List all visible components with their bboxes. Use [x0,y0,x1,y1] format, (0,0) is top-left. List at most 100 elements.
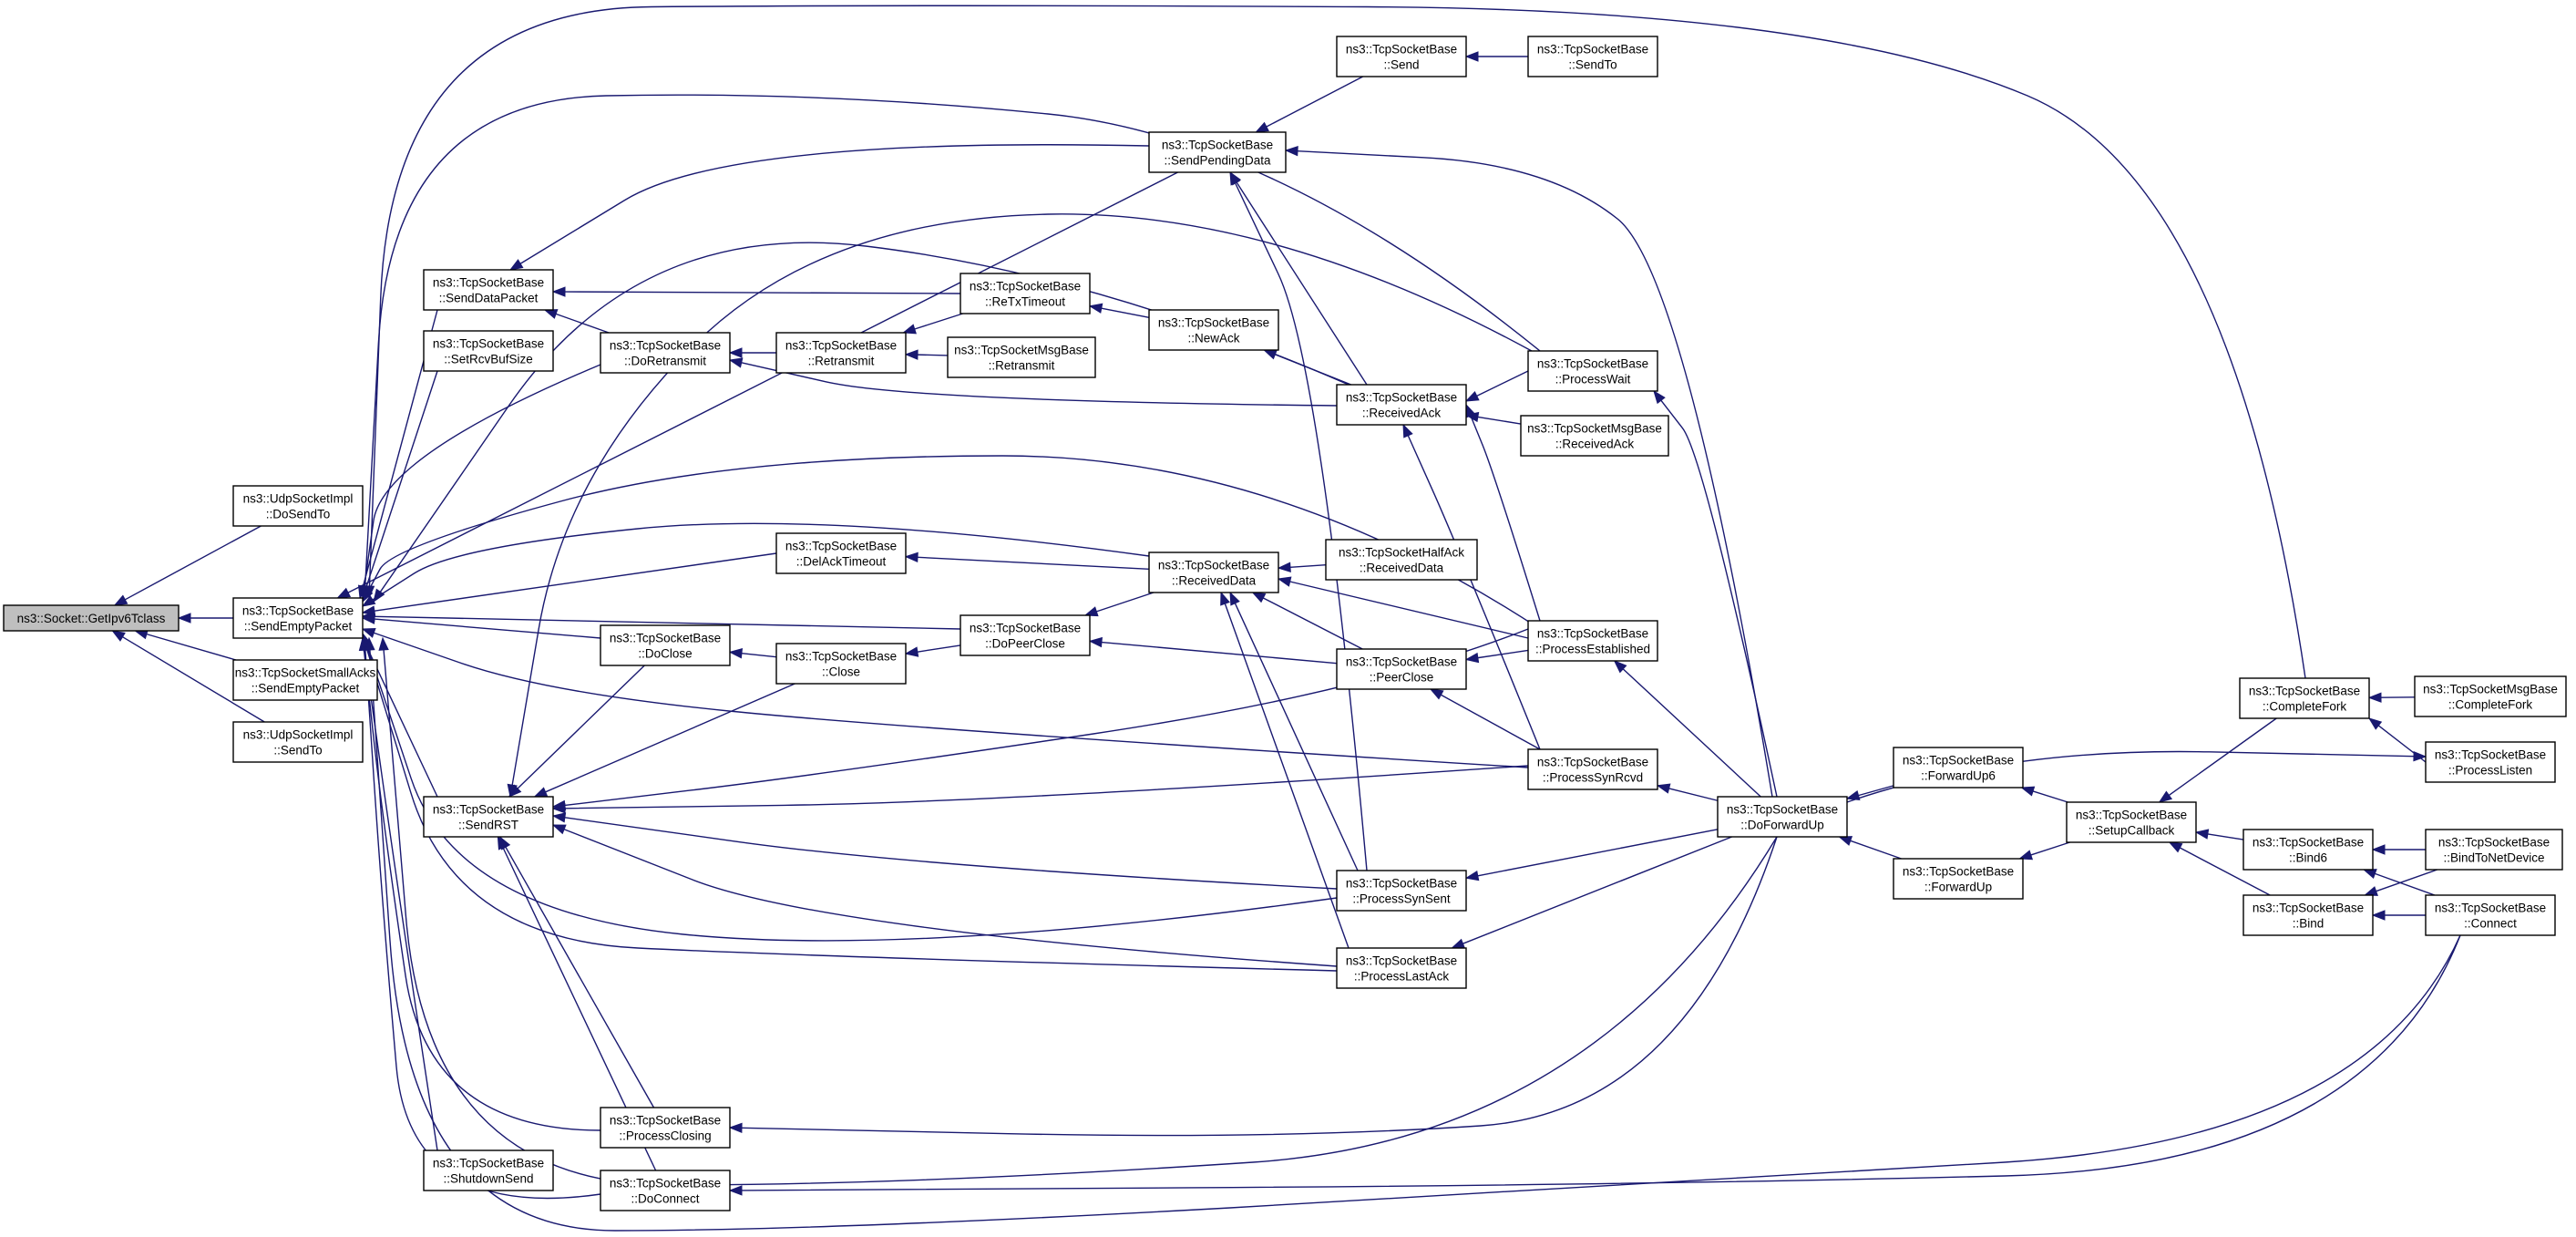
graph-node-shutdownsend[interactable]: ns3::TcpSocketBase::ShutdownSend [423,1149,554,1191]
graph-node-sendemptypacket[interactable]: ns3::TcpSocketBase::SendEmptyPacket [232,597,364,639]
node-label: ::ProcessListen [2448,764,2532,778]
graph-node-udp_sendto[interactable]: ns3::UdpSocketImpl::SendTo [232,721,364,763]
node-box [600,332,731,374]
node-box [1520,415,1669,457]
call-edge-processsynsent-to-receiveddata [1234,603,1359,871]
graph-node-dopeerclose[interactable]: ns3::TcpSocketBase::DoPeerClose [960,614,1091,656]
node-label: ::SendEmptyPacket [251,682,360,696]
arrowhead-icon [1464,390,1480,402]
graph-node-halfack_receiveddata[interactable]: ns3::TcpSocketHalfAck::ReceivedData [1325,539,1478,581]
arrowhead-icon [1251,592,1267,603]
node-box [1527,36,1658,77]
node-label: ::SetRcvBufSize [444,353,533,366]
graph-node-completefork[interactable]: ns3::TcpSocketBase::CompleteFork [2239,677,2370,719]
graph-node-processestablished[interactable]: ns3::TcpSocketBase::ProcessEstablished [1527,620,1658,662]
graph-node-receivedack[interactable]: ns3::TcpSocketBase::ReceivedAck [1336,384,1467,426]
node-label: ns3::TcpSocketBase [1346,954,1457,968]
graph-node-processlastack[interactable]: ns3::TcpSocketBase::ProcessLastAck [1336,947,1467,989]
graph-node-bindtonetdevice[interactable]: ns3::TcpSocketBase::BindToNetDevice [2425,829,2563,871]
graph-node-doconnect[interactable]: ns3::TcpSocketBase::DoConnect [600,1170,731,1211]
call-edge-retxtimeout-to-senddatapacket [564,291,961,294]
graph-node-processclosing[interactable]: ns3::TcpSocketBase::ProcessClosing [600,1107,731,1149]
graph-node-setupcallback[interactable]: ns3::TcpSocketBase::SetupCallback [2066,801,2197,843]
node-box [232,659,378,701]
call-edge-halfack_receiveddata-to-receiveddata [1289,563,1327,568]
node-label: ns3::TcpSocketHalfAck [1339,546,1464,560]
graph-node-processlisten[interactable]: ns3::TcpSocketBase::ProcessListen [2425,741,2556,783]
graph-node-close[interactable]: ns3::TcpSocketBase::Close [775,643,907,685]
graph-node-forwardup[interactable]: ns3::TcpSocketBase::ForwardUp [1893,858,2024,900]
node-box [1336,36,1467,77]
node-box [1336,384,1467,426]
call-edge-dellacktimeout-to-sendemptypacket [374,552,777,612]
graph-node-msg_completefork[interactable]: ns3::TcpSocketMsgBase::CompleteFork [2414,675,2567,717]
graph-node-retransmit[interactable]: ns3::TcpSocketBase::Retransmit [775,332,907,374]
node-label: ns3::TcpSocketBase [1537,627,1648,641]
arrowhead-icon [1464,51,1479,62]
graph-node-msg_receivedack[interactable]: ns3::TcpSocketMsgBase::ReceivedAck [1520,415,1669,457]
graph-node-sendpendingdata[interactable]: ns3::TcpSocketBase::SendPendingData [1148,131,1287,173]
node-label: ::SendDataPacket [439,292,539,305]
graph-node-bind6[interactable]: ns3::TcpSocketBase::Bind6 [2242,829,2374,871]
graph-node-receiveddata[interactable]: ns3::TcpSocketBase::ReceivedData [1148,551,1279,593]
graph-node-bind[interactable]: ns3::TcpSocketBase::Bind [2242,894,2374,936]
graph-node-udp_dosendto[interactable]: ns3::UdpSocketImpl::DoSendTo [232,485,364,527]
graph-node-processsynrcvd[interactable]: ns3::TcpSocketBase::ProcessSynRcvd [1527,748,1658,790]
graph-node-connect[interactable]: ns3::TcpSocketBase::Connect [2425,894,2556,936]
graph-node-doretransmit[interactable]: ns3::TcpSocketBase::DoRetransmit [600,332,731,374]
graph-node-newack[interactable]: ns3::TcpSocketBase::NewAck [1148,309,1279,351]
node-label: ::Close [822,665,860,679]
graph-node-sendrst[interactable]: ns3::TcpSocketBase::SendRST [423,796,554,838]
graph-node-smallacks_sendemptypacket[interactable]: ns3::TcpSocketSmallAcks::SendEmptyPacket [232,659,378,701]
graph-node-send[interactable]: ns3::TcpSocketBase::Send [1336,36,1467,77]
node-label: ::ReceivedAck [1555,438,1635,451]
call-edge-bindtonetdevice-to-bind [2376,869,2437,892]
call-edge-connect-to-doconnect [741,934,2461,1191]
arrowhead-icon [2367,692,2382,703]
arrowhead-icon [111,630,126,642]
arrowhead-icon [1255,121,1269,133]
node-label: ns3::TcpSocketBase [1903,865,2014,879]
node-label: ::Send [1383,58,1419,72]
graph-node-sendto[interactable]: ns3::TcpSocketBase::SendTo [1527,36,1658,77]
node-label: ::ProcessLastAck [1354,970,1450,984]
node-box [1148,551,1279,593]
arrowhead-icon [1284,145,1298,157]
node-label: ns3::TcpSocketBase [433,803,544,817]
node-label: ns3::TcpSocketMsgBase [2423,683,2558,696]
call-edge-doforwardup-to-processsynsent [1477,829,1719,877]
node-label: ns3::TcpSocketBase [785,540,897,553]
node-label: ns3::TcpSocketSmallAcks [235,666,376,680]
graph-node-dellacktimeout[interactable]: ns3::TcpSocketBase::DelAckTimeout [775,532,907,574]
graph-node-senddatapacket[interactable]: ns3::TcpSocketBase::SendDataPacket [423,269,554,311]
call-edge-processsynsent-to-sendpendingdata [1234,182,1368,871]
node-label: ::DoSendTo [266,508,331,521]
graph-node-processwait[interactable]: ns3::TcpSocketBase::ProcessWait [1527,350,1658,392]
node-label: ns3::TcpSocketBase [785,339,897,353]
call-edge-newack-to-retxtimeout [1101,307,1150,318]
call-edge-processsynsent-to-sendemptypacket [365,644,1338,942]
arrowhead-icon [361,628,376,638]
graph-node-peerclose[interactable]: ns3::TcpSocketBase::PeerClose [1336,648,1467,690]
graph-node-msg_retransmit[interactable]: ns3::TcpSocketMsgBase::Retransmit [947,336,1096,378]
arrowhead-icon [378,636,389,651]
node-label: ::DoForwardUp [1740,819,1824,832]
arrowhead-icon [551,824,567,835]
node-box [600,624,731,666]
call-edge-processclosing-to-sendemptypacket [363,649,601,1131]
call-edge-forwardup-to-doforwardup [1850,840,1902,860]
arrowhead-icon [507,783,518,799]
graph-node-getipv6tclass[interactable]: ns3::Socket::GetIpv6Tclass [3,604,180,632]
graph-node-retxtimeout[interactable]: ns3::TcpSocketBase::ReTxTimeout [960,273,1091,314]
node-box [2414,675,2567,717]
graph-node-forwardup6[interactable]: ns3::TcpSocketBase::ForwardUp6 [1893,747,2024,789]
graph-node-doclose[interactable]: ns3::TcpSocketBase::DoClose [600,624,731,666]
graph-node-processsynsent[interactable]: ns3::TcpSocketBase::ProcessSynSent [1336,870,1467,912]
node-label: ns3::TcpSocketBase [610,339,721,353]
graph-node-setrcvbufsize[interactable]: ns3::TcpSocketBase::SetRcvBufSize [423,330,554,372]
node-label: ::CompleteFork [2448,698,2533,712]
node-label: ::DoRetransmit [624,355,706,368]
graph-node-doforwardup[interactable]: ns3::TcpSocketBase::DoForwardUp [1717,796,1848,838]
node-label: ::ProcessWait [1555,373,1631,387]
node-label: ns3::TcpSocketBase [1162,139,1273,152]
